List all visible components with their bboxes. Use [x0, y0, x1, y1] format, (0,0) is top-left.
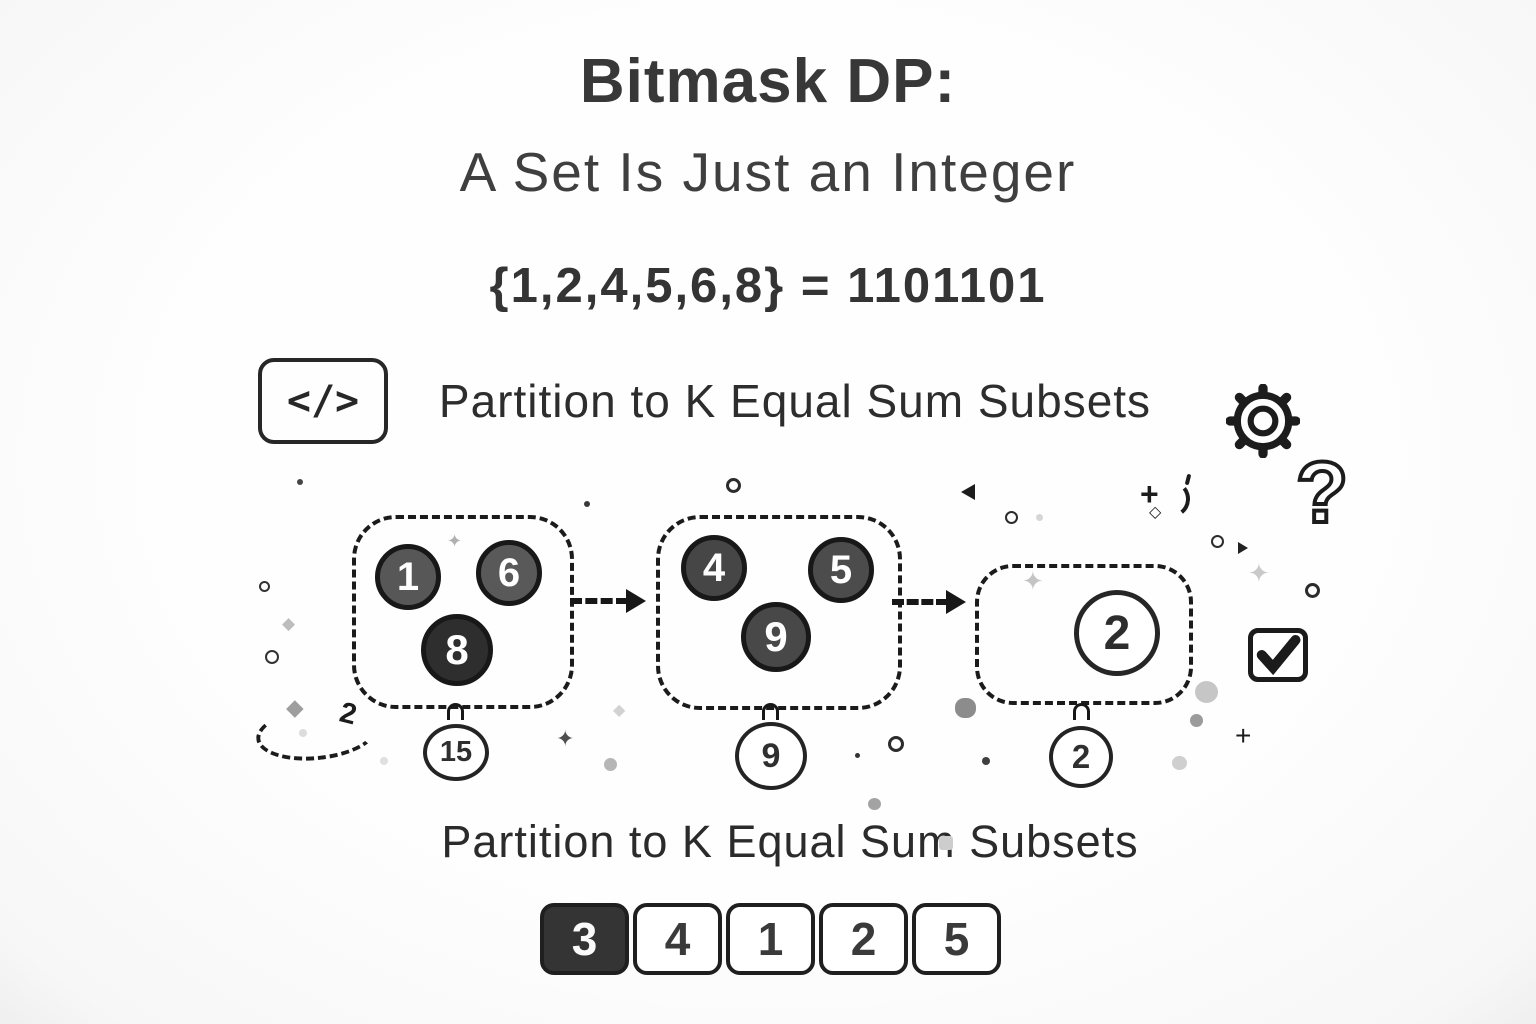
sparkle-icon: ✦	[1022, 566, 1044, 596]
diamond-icon: ◆	[286, 694, 304, 720]
ring-icon	[259, 581, 270, 592]
dot	[1190, 714, 1203, 727]
dot	[584, 501, 590, 507]
diamond-icon: ◆	[282, 614, 296, 633]
page-subtitle: A Set Is Just an Integer	[459, 141, 1077, 203]
dot	[604, 758, 617, 771]
triangle-icon	[1238, 542, 1248, 554]
ring-icon	[1305, 583, 1320, 598]
subset1-node-8: 8	[421, 614, 493, 686]
bitmask-formula: {1,2,4,5,6,8} = 1101101	[489, 259, 1047, 313]
subset1-node-6: 6	[476, 540, 542, 606]
ring-icon	[1005, 511, 1018, 524]
subset2-node-5: 5	[808, 537, 874, 603]
gear-icon	[1226, 384, 1300, 458]
sparkle-icon: ✦	[447, 531, 463, 551]
subset-box-2	[656, 515, 902, 710]
diamond-outline-icon: ◇	[1149, 504, 1162, 521]
subset2-sum-connector	[762, 703, 779, 720]
triangle-icon	[961, 484, 975, 500]
array-cell-3: 3	[540, 903, 629, 975]
diamond-icon: ◆	[613, 702, 626, 719]
blob	[868, 798, 881, 810]
dot	[1036, 514, 1043, 521]
subset1-sum-connector	[447, 703, 464, 720]
array-cells: 3 4 1 2 5	[540, 903, 1001, 975]
subset2-sum: 9	[735, 722, 807, 790]
ring-icon	[726, 478, 741, 493]
page-title: Bitmask DP:	[579, 47, 957, 116]
ring-icon	[1211, 535, 1224, 548]
dashed-arc	[253, 699, 381, 767]
subset3-sum: 2	[1049, 726, 1113, 788]
check-icon	[1256, 635, 1301, 676]
square-dot	[939, 836, 953, 850]
section-heading-top: Partition to K Equal Sum Subsets	[438, 375, 1152, 427]
arrow-2-line	[892, 599, 948, 605]
array-cell-1: 1	[726, 903, 815, 975]
subset1-sum: 15	[423, 724, 489, 781]
array-cell-5: 5	[912, 903, 1001, 975]
array-cell-2: 2	[819, 903, 908, 975]
dot	[380, 757, 388, 765]
blob	[1195, 681, 1218, 703]
sparkle-icon: ✦	[1248, 558, 1270, 588]
dot	[299, 729, 307, 737]
subset2-node-9: 9	[741, 602, 811, 672]
ring-icon	[265, 650, 279, 664]
tick-stroke	[1184, 473, 1192, 486]
dot	[982, 757, 990, 765]
plus-icon: +	[1235, 720, 1252, 751]
subset3-sum-connector	[1073, 703, 1090, 720]
code-icon-glyph: </>	[286, 378, 360, 424]
arrow-1-head	[626, 589, 646, 613]
arrow-2-head	[946, 590, 966, 614]
ring-icon	[888, 736, 904, 752]
array-cell-4: 4	[633, 903, 722, 975]
sparkle-icon: ✦	[556, 726, 575, 751]
dot	[1172, 756, 1187, 770]
section-heading-bottom: Partition to K Equal Sum Subsets	[441, 816, 1139, 867]
checkbox-checked-icon	[1248, 628, 1308, 682]
question-mark-icon: ?	[1294, 446, 1351, 540]
arrow-1-line	[570, 598, 628, 604]
subset1-node-1: 1	[375, 544, 441, 610]
dot	[297, 479, 303, 485]
plus-icon: +	[1140, 476, 1159, 512]
svg-text:?: ?	[1296, 446, 1349, 540]
dot	[855, 753, 860, 758]
subset2-node-4: 4	[681, 535, 747, 601]
code-icon: </>	[258, 358, 388, 444]
subset3-node-2: 2	[1074, 590, 1160, 676]
blob	[955, 698, 976, 718]
